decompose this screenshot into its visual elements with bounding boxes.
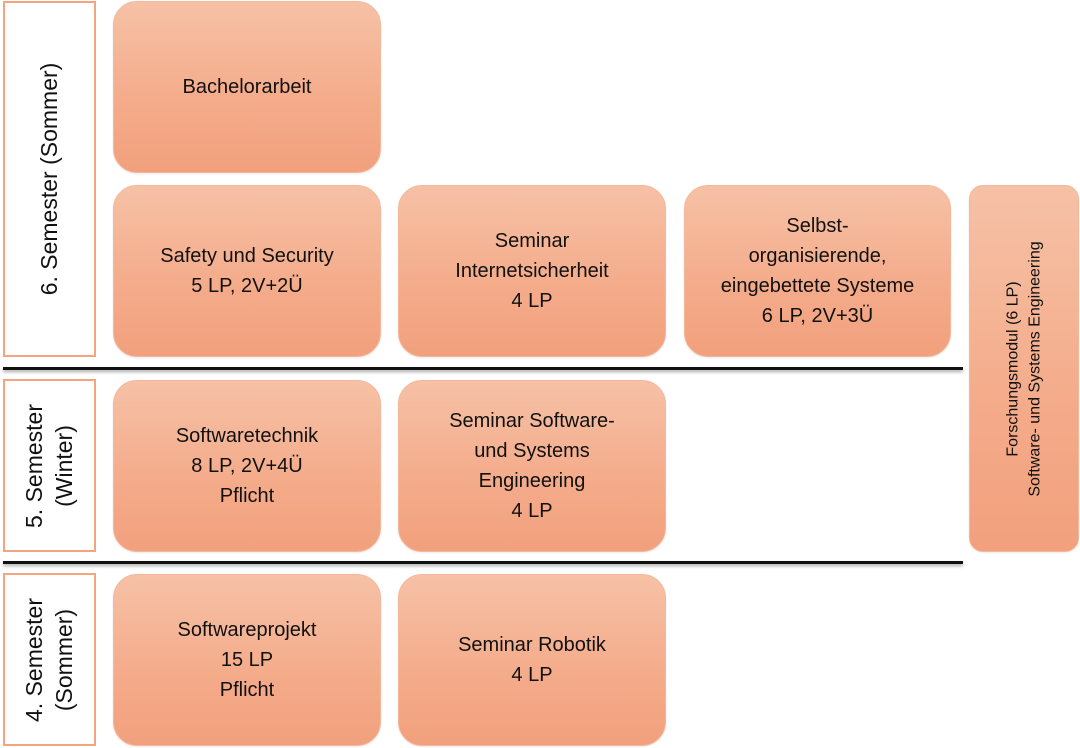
semester-5-label: 5. Semester (Winter) <box>20 403 77 528</box>
module-label: Bachelorarbeit <box>182 76 312 98</box>
module-label: Seminar Internetsicherheit 4 LP <box>455 230 609 312</box>
module-label: Seminar Software- und Systems Engineerin… <box>449 410 615 522</box>
module-bachelorarbeit[interactable]: Bachelorarbeit <box>113 1 381 173</box>
module-safety-und-security[interactable]: Safety und Security 5 LP, 2V+2Ü <box>113 185 381 357</box>
module-seminar-robotik[interactable]: Seminar Robotik 4 LP <box>398 574 666 746</box>
divider-semester-6-5 <box>3 367 963 370</box>
semester-6-label: 6. Semester (Sommer) <box>35 62 62 296</box>
module-label: Selbst- organisierende, eingebettete Sys… <box>720 215 915 327</box>
divider-semester-5-4 <box>3 561 963 564</box>
semester-4-label-box: 4. Semester (Sommer) <box>3 573 96 746</box>
module-label: Safety und Security 5 LP, 2V+2Ü <box>160 245 334 297</box>
module-softwareprojekt[interactable]: Softwareprojekt 15 LP Pflicht <box>113 574 381 746</box>
semester-6-label-box: 6. Semester (Sommer) <box>3 1 96 357</box>
module-softwaretechnik[interactable]: Softwaretechnik 8 LP, 2V+4Ü Pflicht <box>113 380 381 552</box>
module-label: Softwareprojekt 15 LP Pflicht <box>177 619 317 701</box>
module-label: Forschungsmodul (6 LP) Software- und Sys… <box>1004 240 1043 497</box>
module-seminar-internetsicherheit[interactable]: Seminar Internetsicherheit 4 LP <box>398 185 666 357</box>
module-seminar-software-systems-engineering[interactable]: Seminar Software- und Systems Engineerin… <box>398 380 666 552</box>
module-selbstorganisierende-systeme[interactable]: Selbst- organisierende, eingebettete Sys… <box>684 185 951 357</box>
module-forschungsmodul[interactable]: Forschungsmodul (6 LP) Software- und Sys… <box>969 185 1079 552</box>
module-label: Seminar Robotik 4 LP <box>458 634 606 686</box>
module-label: Softwaretechnik 8 LP, 2V+4Ü Pflicht <box>175 425 319 507</box>
semester-4-label: 4. Semester (Sommer) <box>20 597 77 722</box>
semester-5-label-box: 5. Semester (Winter) <box>3 379 96 552</box>
